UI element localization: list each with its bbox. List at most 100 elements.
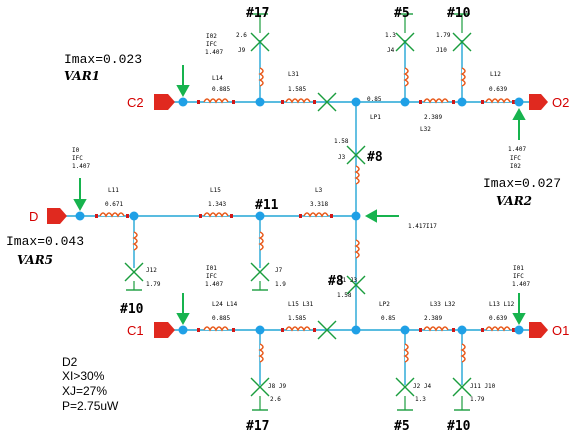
label-l14-top-value: 0.885 xyxy=(212,86,230,93)
node-o1-out xyxy=(514,325,524,335)
port-o2-shape[interactable] xyxy=(529,94,548,110)
label-l12-top-name: L12 xyxy=(490,71,501,78)
node-top-j10 xyxy=(457,97,467,107)
node-o2-out xyxy=(514,97,524,107)
node-mid-j7 xyxy=(255,211,265,221)
arrow-o2-up xyxy=(512,107,526,120)
label-l33-name: L33 L32 xyxy=(430,301,456,308)
stub-j3-value: 1.58 xyxy=(334,138,349,145)
stub-label-bottom-j4: #5 xyxy=(394,419,410,434)
inductor-l12-top xyxy=(485,98,511,104)
port-o1-shape[interactable] xyxy=(529,322,548,338)
src-c1-name: I01 xyxy=(206,265,217,272)
inductor-l6-top xyxy=(258,67,264,87)
node-mid-j12 xyxy=(129,211,139,221)
src-d-type: IFC xyxy=(72,155,83,162)
label-l14-top-name: L14 xyxy=(212,75,223,82)
src-o2-name: I02 xyxy=(510,163,521,170)
src-c1-type: IFC xyxy=(206,273,217,280)
inductor-l12-stub xyxy=(132,231,138,251)
stub-bottom-j10-name: J11 J10 xyxy=(470,383,496,390)
stub-label-mid-j7: #11 xyxy=(255,198,279,213)
port-d-shape[interactable] xyxy=(47,208,67,224)
port-label-d: D xyxy=(29,209,38,224)
imax-left: Imax=0.043 xyxy=(6,234,84,249)
label-l13-value: 0.639 xyxy=(489,315,507,322)
src-o2-type: IFC xyxy=(510,155,521,162)
inductor-l11-bottom xyxy=(460,343,466,363)
label-l15-mid-name: L15 xyxy=(210,187,221,194)
src-o1-type: IFC xyxy=(513,273,524,280)
notes-line1: XI>30% xyxy=(62,369,105,383)
label-lp2-value: 0.85 xyxy=(381,315,396,322)
inductor-l32-top xyxy=(423,98,449,104)
inductor-l2-bottom xyxy=(403,343,409,363)
inductor-l1-vertical xyxy=(354,239,360,259)
junction-j1 xyxy=(346,275,366,295)
src-c2-value: 1.407 xyxy=(205,49,223,56)
stub-label-mid-j3: #8 xyxy=(367,150,383,165)
stub-label-mid-j1: #8 xyxy=(328,274,344,289)
label-l12-top-value: 0.639 xyxy=(489,86,507,93)
var-top-left: VAR1 xyxy=(64,69,100,83)
node-c2-in xyxy=(178,97,188,107)
port-c1-shape[interactable] xyxy=(154,322,175,338)
node-d-in xyxy=(75,211,85,221)
stub-label-bottom-j10: #10 xyxy=(447,419,471,434)
node-top-j9 xyxy=(255,97,265,107)
stub-label-left-j12: #10 xyxy=(120,302,144,317)
src-o1-value: 1.407 xyxy=(512,281,530,288)
inductor-l33-bottom xyxy=(423,326,449,332)
port-label-o2: O2 xyxy=(552,95,569,110)
junction-center-bottom xyxy=(317,320,337,340)
circuit-nodes xyxy=(75,97,524,335)
label-lp2-name: LP2 xyxy=(379,301,390,308)
stub-j7-value: 1.9 xyxy=(275,281,286,288)
label-l11-name: L11 xyxy=(108,187,119,194)
stub-top-j9-name: J9 xyxy=(238,47,246,54)
notes-line2: XJ=27% xyxy=(62,384,107,398)
arrow-d-down xyxy=(73,199,87,212)
ports xyxy=(47,94,548,338)
inductor-l3-vertical xyxy=(354,165,360,185)
node-bottom-j4 xyxy=(400,325,410,335)
inductor-l7-stub xyxy=(258,231,264,251)
inductor-l8-bottom xyxy=(258,343,264,363)
label-l3-value: 3.318 xyxy=(310,201,328,208)
arrow-c1-down xyxy=(176,313,190,326)
notes-line3: P=2.75uW xyxy=(62,399,119,413)
stub-label-top-j4: #5 xyxy=(394,6,410,21)
var-right: VAR2 xyxy=(496,194,532,208)
imax-top-left: Imax=0.023 xyxy=(64,52,142,67)
stub-bottom-j4-name: J2 J4 xyxy=(413,383,431,390)
port-label-c2: C2 xyxy=(127,95,144,110)
node-top-center xyxy=(351,97,361,107)
label-lp1-name: LP1 xyxy=(370,114,381,121)
stub-top-j4-value: 1.3 xyxy=(385,32,396,39)
stub-top-j10-name: J10 xyxy=(436,47,447,54)
label-l15-mid-value: 1.343 xyxy=(208,201,226,208)
src-mid-name: I17 xyxy=(426,223,437,230)
stub-j12-name: J12 xyxy=(146,267,157,274)
stub-ground-lines xyxy=(133,14,463,410)
src-mid-value: 1.417 xyxy=(408,223,426,230)
port-label-c1: C1 xyxy=(127,323,144,338)
stub-label-top-j10: #10 xyxy=(447,6,471,21)
inductor-l13-bottom xyxy=(485,326,511,332)
imax-right: Imax=0.027 xyxy=(483,176,561,191)
node-bottom-j8 xyxy=(255,325,265,335)
inductor-l3 xyxy=(303,212,329,218)
label-l15-bottom-value: 1.585 xyxy=(288,315,306,322)
src-c1-value: 1.407 xyxy=(205,281,223,288)
port-c2-shape[interactable] xyxy=(154,94,175,110)
stub-j1-name: J1 J3 xyxy=(339,277,357,284)
node-bottom-center xyxy=(351,325,361,335)
label-l13-name: L13 L12 xyxy=(489,301,515,308)
inductor-l24-bottom xyxy=(203,326,229,332)
inductor-l4-top xyxy=(403,67,409,87)
stub-bottom-j10-value: 1.79 xyxy=(470,396,485,403)
src-c2-type: IFC xyxy=(206,41,217,48)
src-d-value: 1.407 xyxy=(72,163,90,170)
